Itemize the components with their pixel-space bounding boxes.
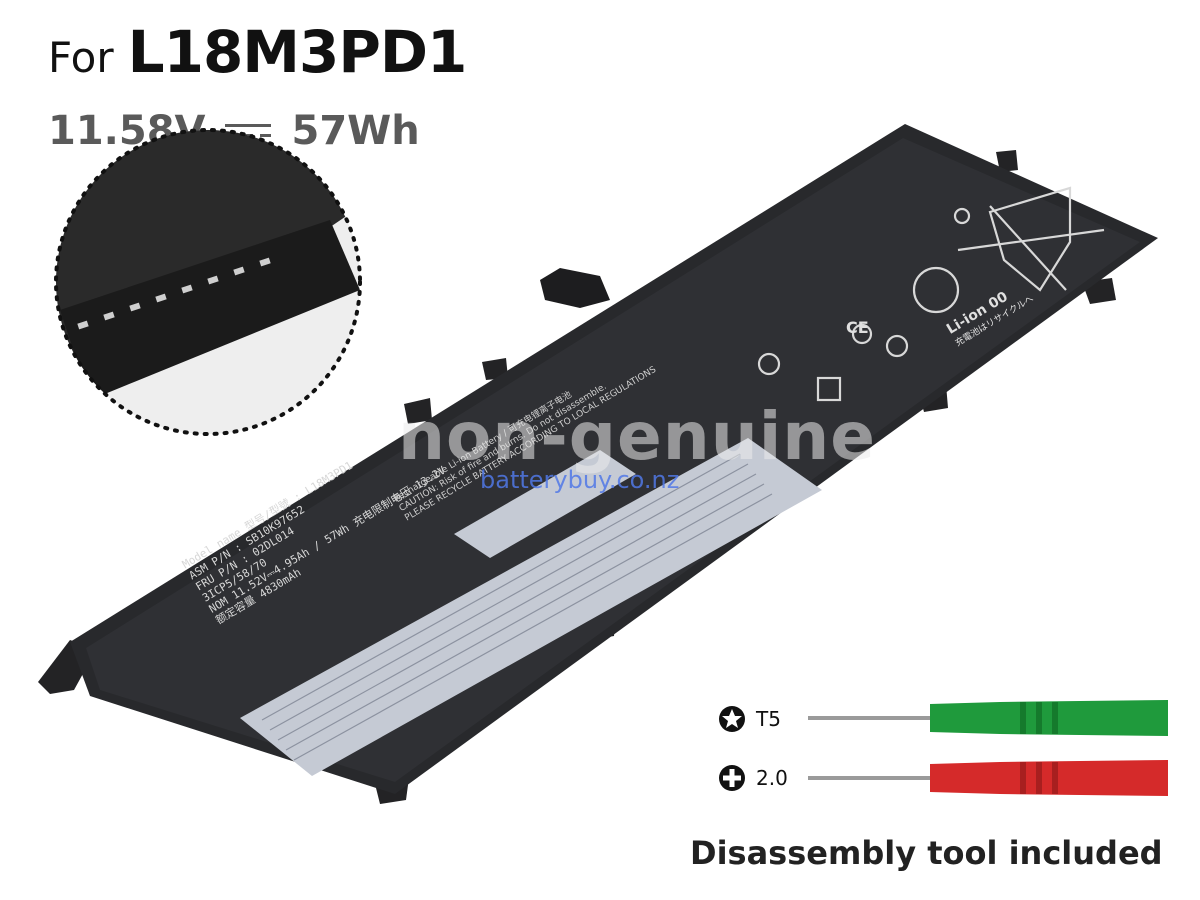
page-title: For L18M3PD1	[48, 18, 468, 88]
tool-row-t5	[716, 703, 748, 740]
title-for: For	[48, 33, 114, 82]
disassembly-note: Disassembly tool included	[690, 834, 1163, 872]
phillips-screwdriver	[808, 760, 1168, 796]
battery-connector	[540, 268, 610, 308]
connector-housing	[60, 220, 360, 400]
label-text-lines	[261, 453, 773, 761]
title-model: L18M3PD1	[127, 18, 468, 86]
ce-mark: CE	[846, 318, 869, 337]
energy-text: 57Wh	[291, 108, 420, 154]
cert-marks	[757, 186, 1105, 402]
watermark-url: batterybuy.co.nz	[480, 466, 680, 494]
torx-icon	[719, 706, 745, 732]
tool-label-t5: T5	[756, 707, 781, 731]
phillips-icon	[719, 765, 745, 791]
warning-label-small	[454, 450, 636, 558]
tool-label-phillips: 2.0	[756, 766, 788, 790]
connector-pins	[77, 257, 271, 330]
torx-screwdriver	[808, 700, 1168, 736]
watermark-text: non-genuine	[398, 398, 877, 475]
warning-label-large	[240, 438, 822, 776]
tool-row-phillips	[716, 762, 748, 799]
